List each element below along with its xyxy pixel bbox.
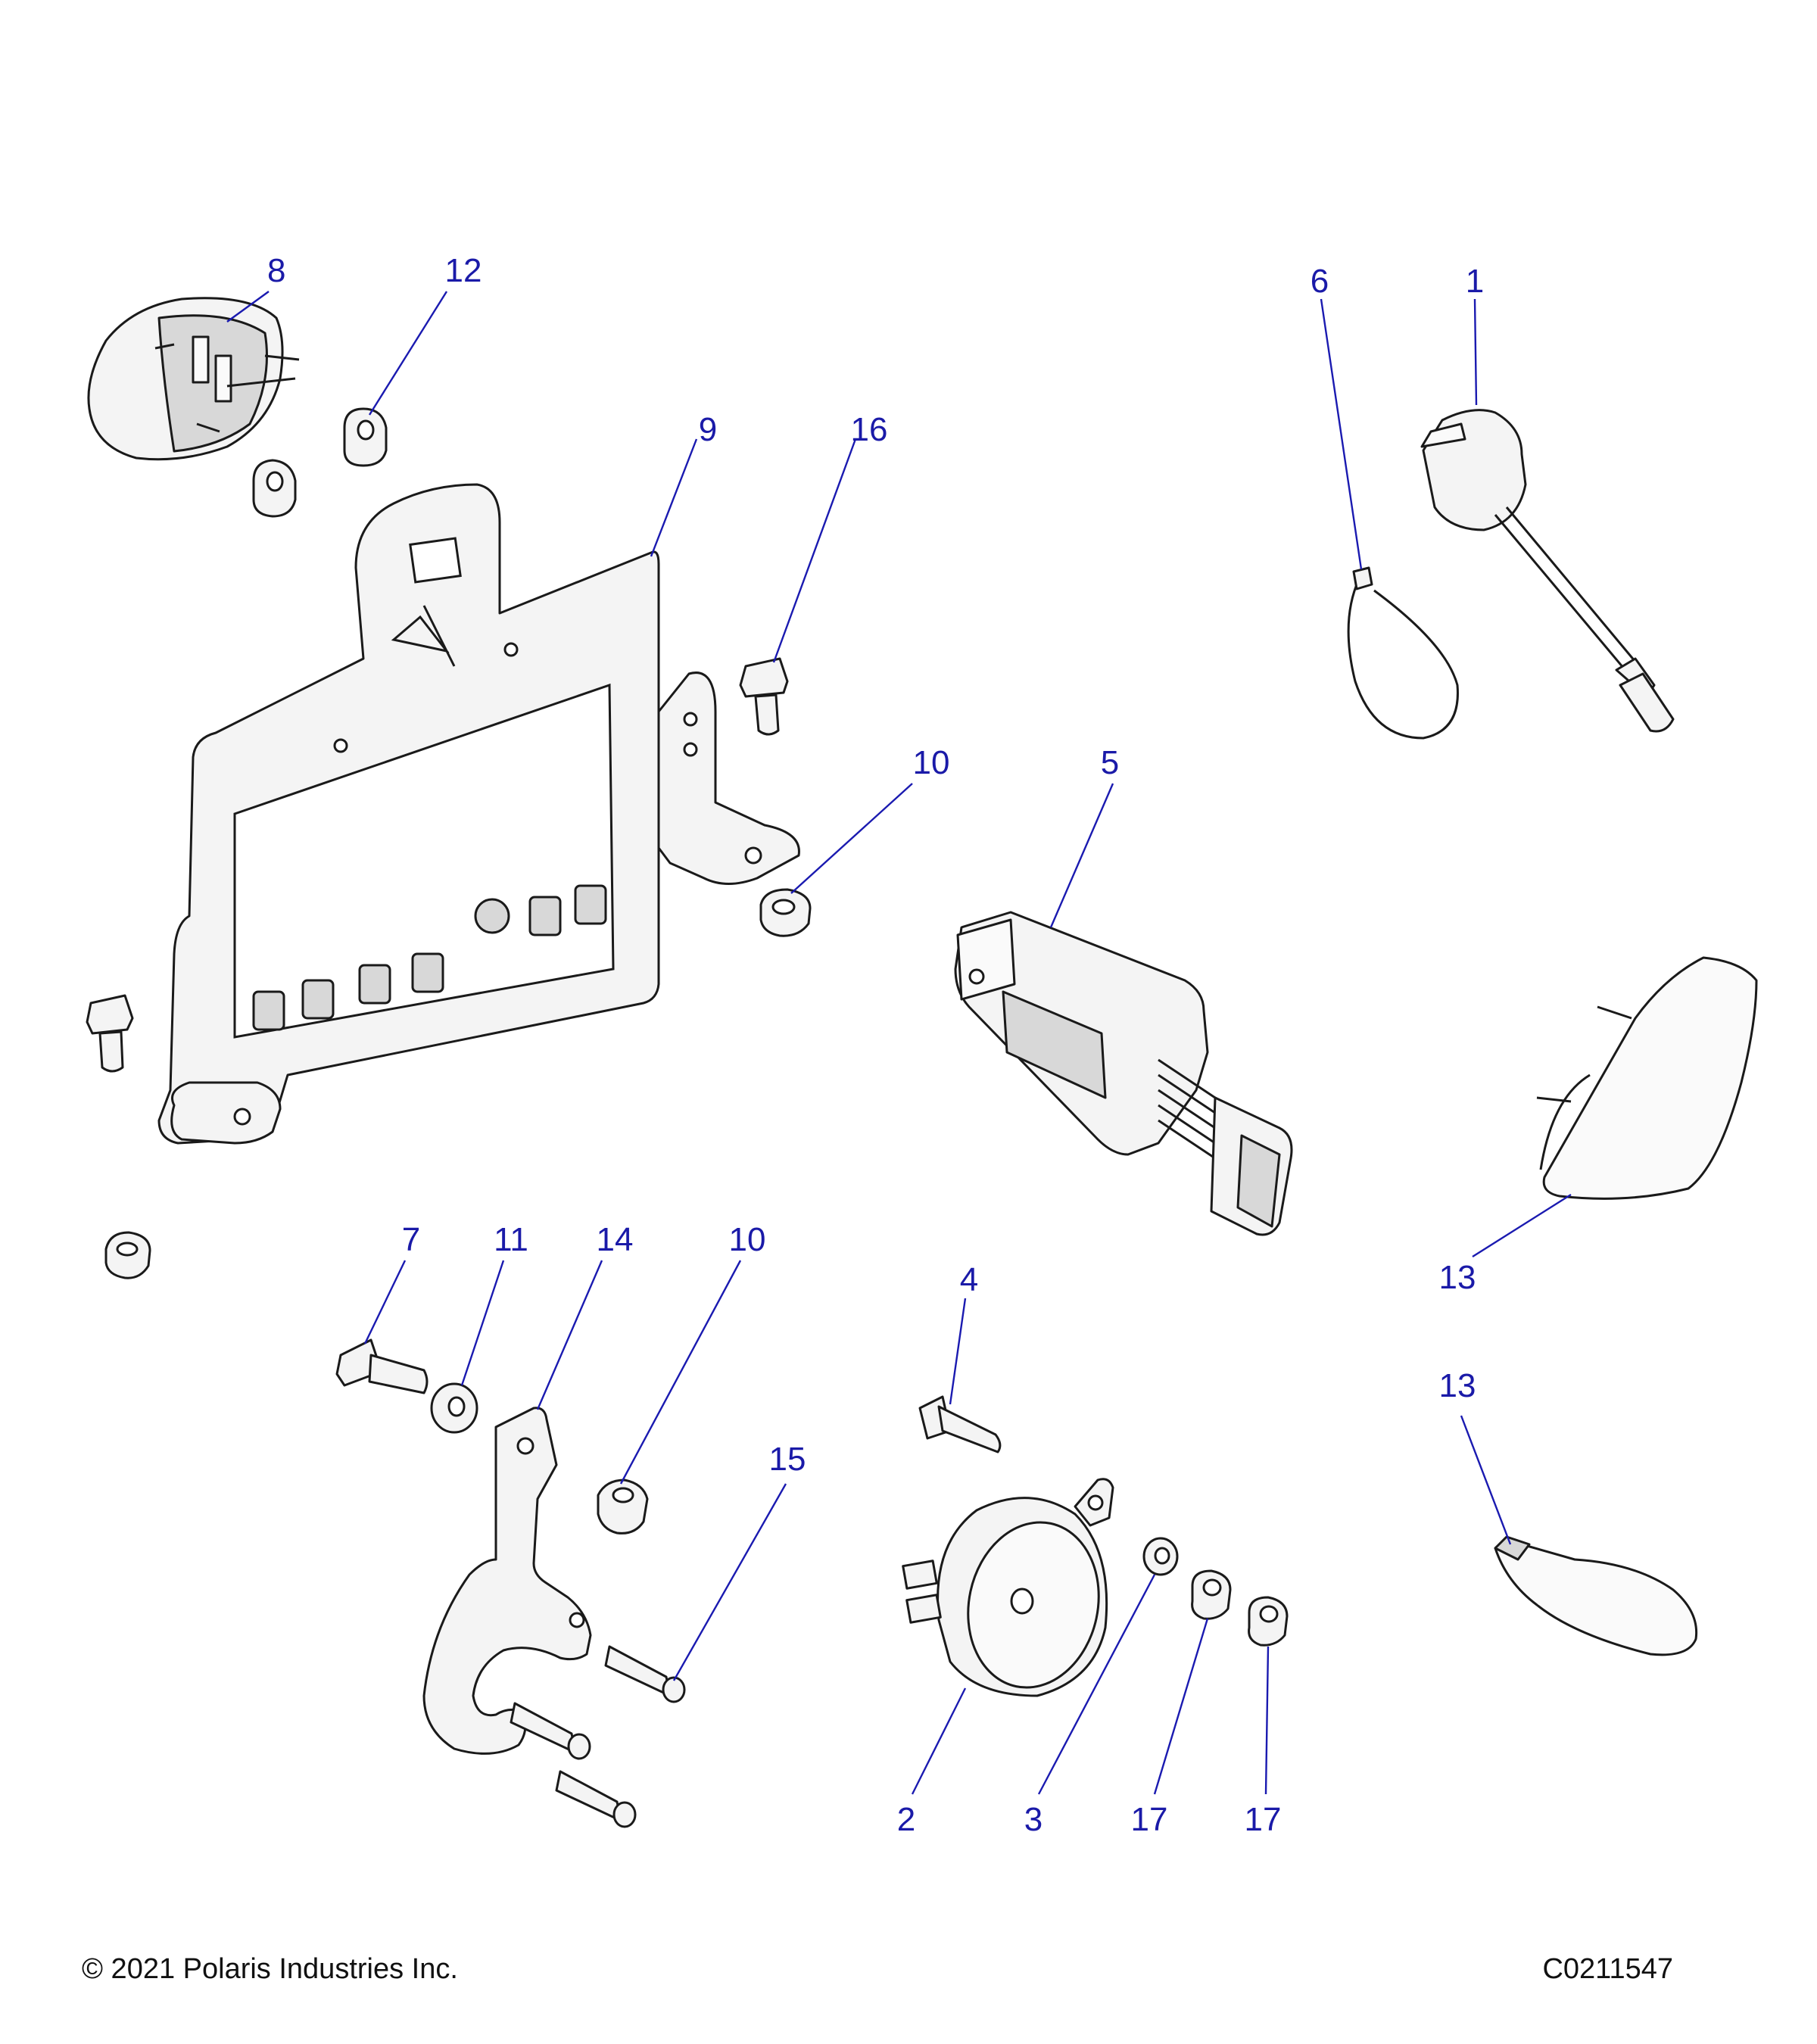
leader-5 bbox=[1049, 783, 1114, 928]
leader-1 bbox=[1473, 298, 1478, 406]
part-15-screws bbox=[510, 1645, 686, 1828]
copyright-text: © 2021 Polaris Industries Inc. bbox=[82, 1953, 458, 1985]
callout-17a: 17 bbox=[1131, 1801, 1168, 1838]
leader-4 bbox=[949, 1298, 967, 1405]
part-10-flange-nut-lower bbox=[597, 1478, 649, 1535]
leader-10b bbox=[619, 1260, 742, 1485]
part-10-flange-nut-upper bbox=[759, 888, 812, 937]
callout-13b: 13 bbox=[1439, 1367, 1476, 1404]
leader-13b bbox=[1460, 1415, 1512, 1545]
callout-11: 11 bbox=[494, 1221, 528, 1258]
part-6-cable-tie bbox=[1347, 566, 1459, 740]
part-9-plate-bracket bbox=[157, 483, 800, 1145]
left-flange-bolt bbox=[86, 994, 134, 1073]
module-ribbon-cable bbox=[1158, 1058, 1227, 1167]
callout-10a: 10 bbox=[913, 744, 950, 781]
callout-5: 5 bbox=[1101, 744, 1119, 781]
part-7-bolt bbox=[335, 1338, 429, 1394]
leader-14 bbox=[536, 1260, 603, 1410]
callout-14: 14 bbox=[597, 1221, 634, 1258]
callout-16: 16 bbox=[851, 411, 888, 448]
leader-11 bbox=[460, 1260, 505, 1386]
left-flange-nut bbox=[104, 1231, 151, 1279]
drawing-number: C0211547 bbox=[1542, 1953, 1673, 1985]
callout-12: 12 bbox=[445, 252, 482, 289]
part-2-horn bbox=[902, 1478, 1114, 1697]
callout-7: 7 bbox=[402, 1221, 420, 1258]
part-4-bolt bbox=[918, 1395, 1002, 1454]
part-12-grommets bbox=[252, 407, 388, 518]
leader-17b bbox=[1264, 1646, 1270, 1795]
part-16-flange-bolt bbox=[739, 657, 789, 736]
leader-7 bbox=[363, 1260, 407, 1344]
callout-15: 15 bbox=[769, 1441, 806, 1478]
part-14-c-bracket bbox=[422, 1407, 592, 1755]
callout-2: 2 bbox=[897, 1801, 915, 1838]
leader-9 bbox=[650, 438, 698, 557]
bracket-logo-letters bbox=[252, 884, 607, 1031]
leader-13a bbox=[1472, 1193, 1572, 1258]
callout-4: 4 bbox=[960, 1261, 978, 1298]
part-13-lamp-upper bbox=[1536, 956, 1758, 1200]
part-1-sensor bbox=[1420, 409, 1675, 733]
callout-17b: 17 bbox=[1245, 1801, 1282, 1838]
part-3-washer bbox=[1142, 1537, 1179, 1576]
callout-numbers: 8 12 9 16 10 6 1 5 7 11 14 10 4 13 13 15… bbox=[267, 252, 1484, 1838]
part-8-connector-housing bbox=[87, 297, 300, 461]
leader-10a bbox=[790, 783, 913, 894]
part-5-module bbox=[954, 911, 1293, 1236]
part-13-lamp-lower bbox=[1494, 1535, 1698, 1656]
leader-2 bbox=[911, 1687, 967, 1795]
callout-1: 1 bbox=[1466, 263, 1484, 300]
callout-9: 9 bbox=[699, 411, 717, 448]
leader-lines bbox=[226, 291, 1572, 1795]
callout-6: 6 bbox=[1311, 263, 1329, 300]
part-17-spacers bbox=[1191, 1569, 1289, 1647]
leader-6 bbox=[1320, 298, 1363, 570]
callout-3: 3 bbox=[1024, 1801, 1043, 1838]
callout-8: 8 bbox=[267, 252, 285, 289]
leader-12 bbox=[368, 291, 448, 416]
leader-15 bbox=[672, 1483, 787, 1681]
callout-10b: 10 bbox=[729, 1221, 766, 1258]
leader-3 bbox=[1037, 1574, 1156, 1795]
part-11-washer bbox=[430, 1382, 478, 1434]
leader-8 bbox=[226, 291, 270, 322]
leader-16 bbox=[772, 438, 857, 663]
leader-17a bbox=[1153, 1618, 1209, 1795]
callout-13a: 13 bbox=[1439, 1259, 1476, 1296]
